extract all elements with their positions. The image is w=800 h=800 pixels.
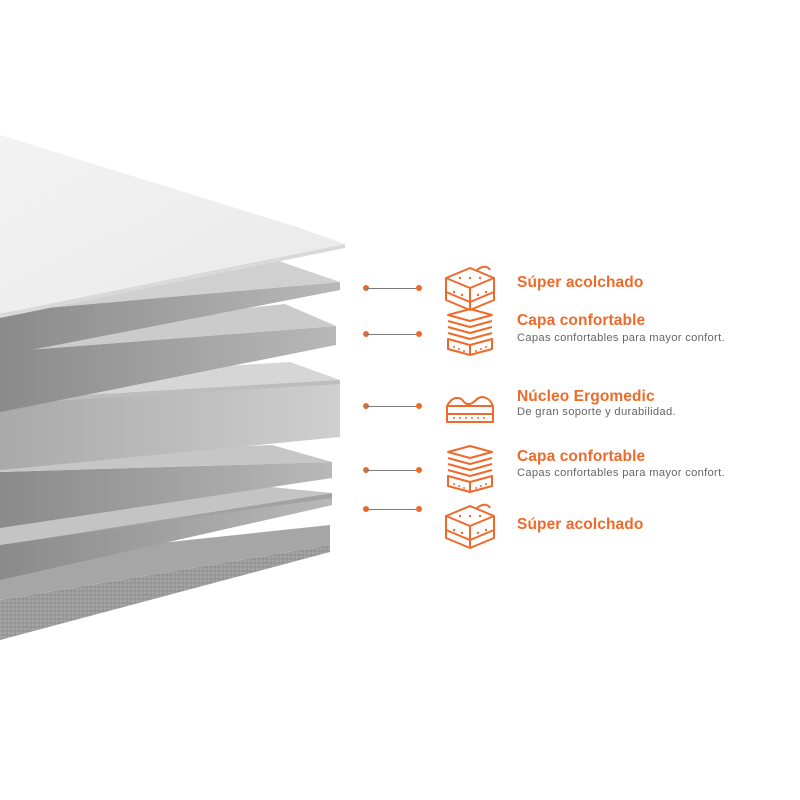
lower-padding-layer xyxy=(0,485,332,580)
feature-title: Núcleo Ergomedic xyxy=(517,388,655,405)
feature-description: Capas confortables para mayor confort. xyxy=(517,467,725,479)
feature-item: Súper acolchado xyxy=(360,258,740,318)
layered-foam-icon xyxy=(442,307,498,357)
feature-description: De gran soporte y durabilidad. xyxy=(517,406,676,418)
feature-item: Núcleo Ergomedic De gran soporte y durab… xyxy=(360,380,740,440)
upper-comfort-layer xyxy=(0,304,336,412)
feature-title: Súper acolchado xyxy=(517,274,644,291)
feature-item: Capa confortable Capas confortables para… xyxy=(360,442,740,502)
ergonomic-core-icon xyxy=(442,382,498,432)
feature-title: Súper acolchado xyxy=(517,516,644,533)
feature-item: Súper acolchado xyxy=(360,500,740,560)
lower-comfort-layer xyxy=(0,445,332,528)
feature-title: Capa confortable xyxy=(517,448,646,465)
connector-line xyxy=(360,401,422,411)
feature-title: Capa confortable xyxy=(517,312,646,329)
layered-foam-icon xyxy=(442,444,498,494)
connector-line xyxy=(360,465,422,475)
top-cover-layer xyxy=(0,135,345,318)
connector-line xyxy=(360,504,422,514)
bottom-fabric-layer xyxy=(0,525,330,640)
quilted-padding-icon xyxy=(442,500,498,550)
connector-line xyxy=(360,329,422,339)
feature-item: Capa confortable Capas confortables para… xyxy=(360,305,740,365)
feature-description: Capas confortables para mayor confort. xyxy=(517,332,725,344)
connector-line xyxy=(360,283,422,293)
